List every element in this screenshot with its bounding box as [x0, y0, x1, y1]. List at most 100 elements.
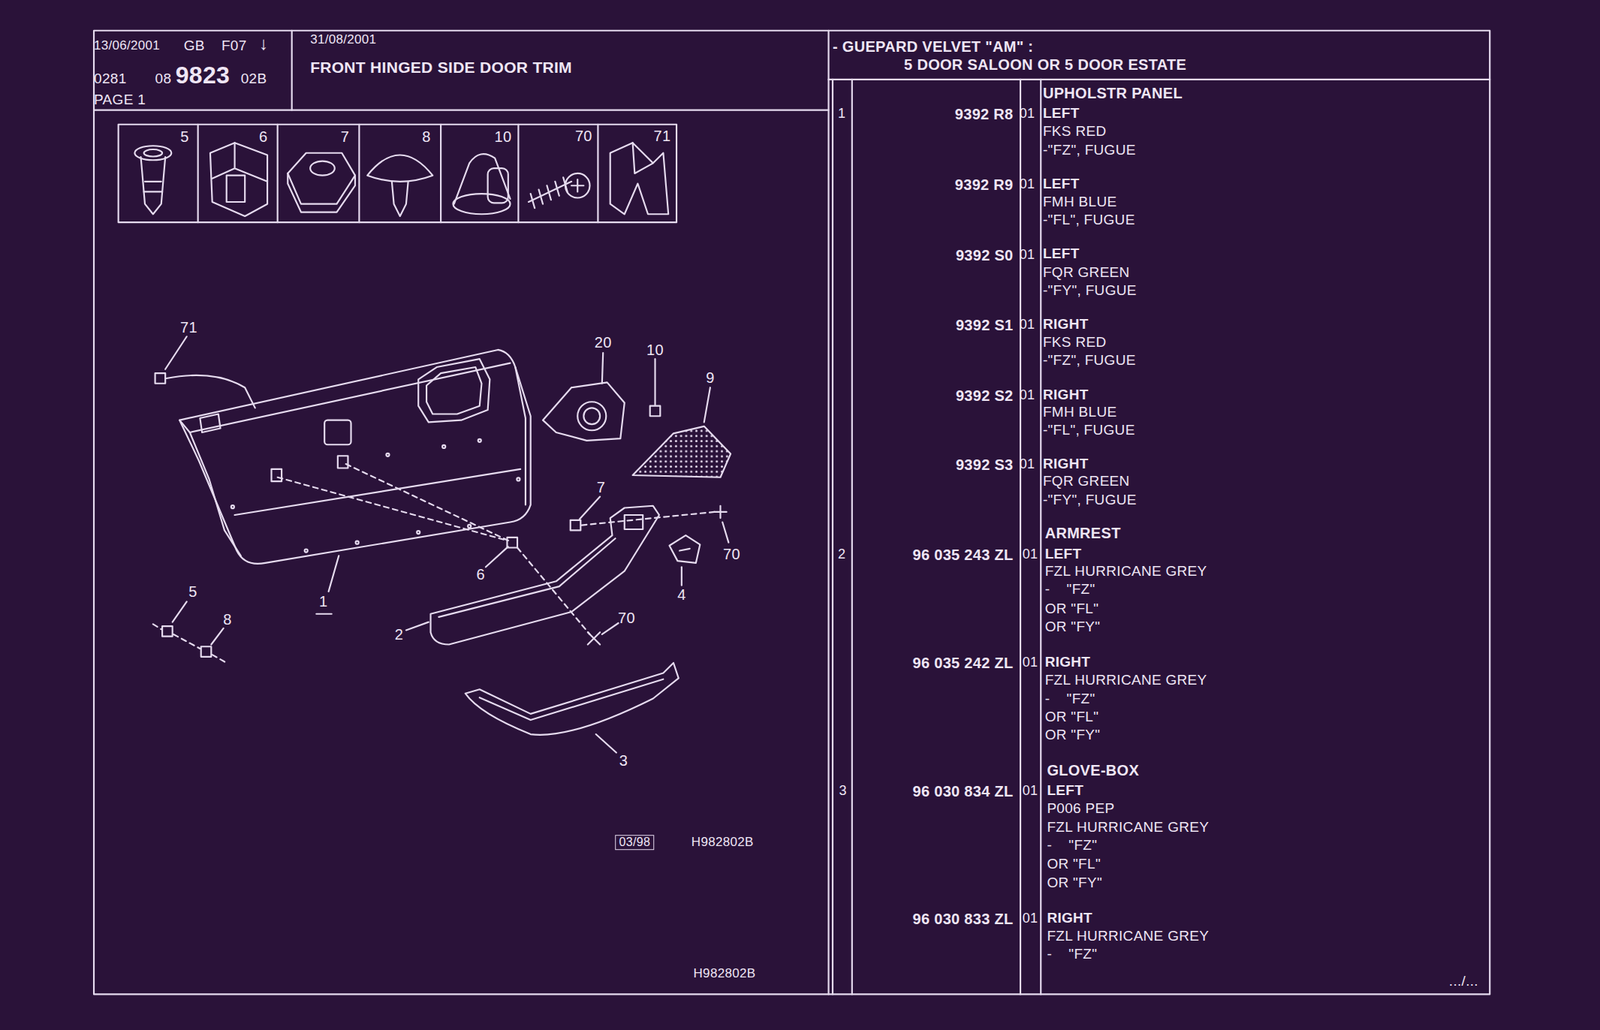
table-cell: FZL HURRICANE GREY	[1045, 672, 1208, 689]
header-text: 31/08/2001	[310, 33, 377, 48]
callout-number: 70	[617, 609, 636, 627]
callout-number: 10	[494, 128, 513, 145]
table-cell: -"FZ", FUGUE	[1042, 352, 1136, 368]
table-cell: OR "FY"	[1046, 875, 1103, 892]
table-cell: -"FL", FUGUE	[1042, 422, 1136, 439]
table-cell: FZL HURRICANE GREY	[1046, 928, 1209, 945]
table-cell: 01	[1022, 547, 1039, 563]
table-cell: UPHOLSTR PANEL	[1042, 84, 1183, 102]
header-text: 02B	[241, 70, 268, 87]
table-cell: 9392 S3	[955, 456, 1014, 474]
table-cell: 01	[1022, 911, 1039, 927]
table-cell: FMH BLUE	[1042, 194, 1117, 211]
table-cell: RIGHT	[1045, 653, 1091, 670]
table-cell: - "FZ"	[1045, 690, 1096, 707]
table-cell: 01	[1019, 388, 1036, 404]
table-cell: FKS RED	[1042, 334, 1106, 351]
header-text: 08	[155, 70, 172, 87]
table-cell: FQR GREEN	[1042, 264, 1130, 281]
table-cell: 96 035 243 ZL	[912, 546, 1014, 564]
table-cell: OR "FL"	[1045, 601, 1100, 618]
callout-number: 4	[677, 586, 686, 603]
page-title: FRONT HINGED SIDE DOOR TRIM	[310, 58, 573, 76]
table-cell: LEFT	[1046, 782, 1084, 799]
header-text: GB	[183, 38, 205, 55]
table-cell: - "FZ"	[1045, 581, 1096, 598]
table-cell: RIGHT	[1042, 386, 1089, 403]
callout-number: 7	[596, 479, 606, 496]
table-cell: 9392 S1	[955, 316, 1014, 334]
table-cell: 96 030 834 ZL	[912, 783, 1014, 800]
header-text: ↓	[259, 33, 269, 54]
callout-number: 1	[319, 593, 328, 610]
table-cell: P006 PEP	[1046, 801, 1115, 817]
callout-number: 7	[340, 128, 350, 145]
table-cell: GLOVE-BOX	[1046, 762, 1139, 779]
table-cell: FKS RED	[1042, 123, 1106, 140]
callout-number: 10	[646, 341, 664, 359]
table-cell: 9392 R8	[955, 105, 1014, 123]
callout-number: 5	[188, 583, 197, 600]
table-cell: LEFT	[1042, 105, 1080, 121]
table-cell: LEFT	[1045, 545, 1082, 562]
callout-number: 8	[421, 128, 431, 145]
table-cell: -"FY", FUGUE	[1042, 283, 1137, 299]
table-cell: .../...	[1449, 973, 1479, 989]
table-cell: 9392 S0	[955, 247, 1014, 264]
table-cell: FMH BLUE	[1042, 403, 1117, 420]
callout-number: 6	[259, 128, 268, 145]
callout-number: 8	[222, 611, 232, 628]
reference-code: H982802B	[691, 835, 754, 850]
table-cell: - "FZ"	[1046, 946, 1097, 963]
table-cell: 01	[1019, 458, 1036, 474]
table-cell: -"FZ", FUGUE	[1042, 141, 1136, 158]
reference-code: H982802B	[693, 967, 757, 982]
reference-code: 03/98	[615, 834, 655, 850]
table-cell: 2	[837, 547, 846, 563]
table-cell: OR "FL"	[1045, 709, 1100, 726]
table-cell: 9392 S2	[955, 387, 1014, 404]
table-cell: FZL HURRICANE GREY	[1045, 563, 1208, 579]
table-cell: 1	[837, 106, 846, 122]
callout-number: 70	[723, 545, 741, 563]
header-text: - GUEPARD VELVET "AM" :	[832, 38, 1034, 55]
table-cell: OR "FL"	[1046, 855, 1101, 872]
table-cell: 01	[1022, 783, 1039, 799]
table-cell: -"FL", FUGUE	[1042, 212, 1136, 229]
callout-number: 6	[476, 566, 485, 583]
header-text: 5 DOOR SALOON OR 5 DOOR ESTATE	[903, 56, 1187, 73]
table-cell: 01	[1019, 177, 1036, 193]
table-cell: LEFT	[1042, 175, 1080, 192]
header-text: 9823	[175, 62, 230, 89]
callout-number: 71	[653, 127, 672, 145]
callout-number: 3	[619, 752, 628, 769]
table-cell: RIGHT	[1042, 456, 1089, 473]
callout-number: 70	[575, 127, 593, 145]
table-cell: 01	[1022, 655, 1039, 671]
header-text: PAGE 1	[93, 92, 146, 109]
callout-number: 5	[180, 128, 189, 145]
table-cell: OR "FY"	[1045, 619, 1101, 636]
table-cell: 3	[838, 783, 847, 799]
callout-number: 2	[394, 626, 404, 643]
table-cell: RIGHT	[1046, 909, 1093, 926]
callout-number: 9	[705, 369, 715, 386]
callout-number: 71	[180, 319, 198, 336]
callout-number: 20	[594, 334, 612, 351]
table-cell: 9392 R9	[955, 176, 1014, 193]
header-text: 13/06/2001	[93, 39, 160, 54]
table-cell: FQR GREEN	[1042, 473, 1130, 490]
table-cell: OR "FY"	[1045, 727, 1101, 744]
table-cell: 01	[1019, 106, 1036, 122]
table-cell: LEFT	[1042, 246, 1080, 263]
table-cell: FZL HURRICANE GREY	[1046, 819, 1209, 835]
table-cell: - "FZ"	[1046, 837, 1097, 854]
table-cell: -"FY", FUGUE	[1042, 491, 1137, 508]
table-cell: 01	[1019, 317, 1036, 333]
table-cell: 96 035 242 ZL	[912, 654, 1014, 672]
table-cell: ARMREST	[1045, 524, 1121, 542]
table-cell: 01	[1019, 247, 1036, 263]
table-cell: RIGHT	[1042, 316, 1089, 333]
